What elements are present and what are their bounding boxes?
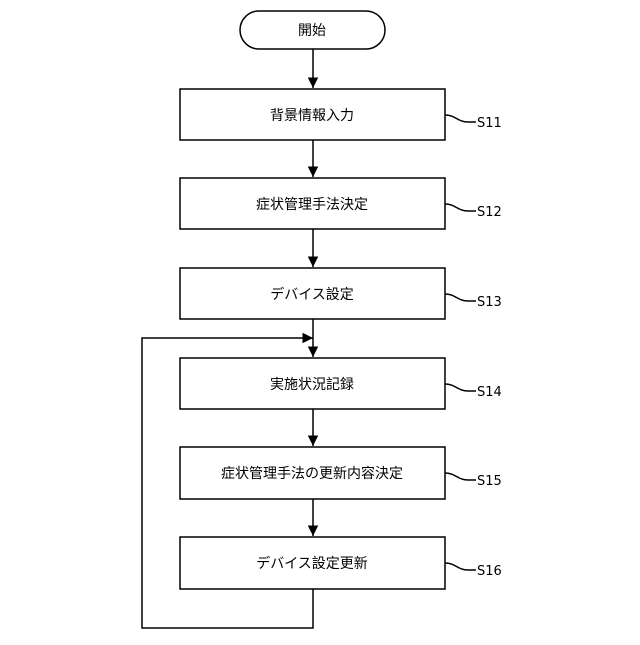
step-s16-id: S16 [477, 564, 502, 579]
leader-s14 [445, 384, 476, 391]
step-s16-label: デバイス設定更新 [256, 555, 368, 572]
step-s15: 症状管理手法の更新内容決定 [180, 447, 445, 499]
step-s12-id: S12 [477, 205, 502, 220]
start-terminal: 開始 [240, 11, 385, 49]
step-s15-label: 症状管理手法の更新内容決定 [221, 465, 403, 482]
step-s11-id: S11 [477, 116, 502, 131]
step-s13-label: デバイス設定 [270, 286, 354, 303]
step-s14-id: S14 [477, 385, 502, 400]
leader-s13 [445, 294, 476, 301]
leader-s11 [445, 115, 476, 122]
step-s15-id: S15 [477, 474, 502, 489]
step-s16: デバイス設定更新 [180, 537, 445, 589]
step-s13-id: S13 [477, 295, 502, 310]
leader-s12 [445, 204, 476, 211]
step-s11: 背景情報入力 [180, 89, 445, 140]
step-s13: デバイス設定 [180, 268, 445, 319]
leader-s15 [445, 473, 476, 480]
step-s14-label: 実施状況記録 [270, 376, 354, 393]
leader-s16 [445, 563, 476, 570]
step-s11-label: 背景情報入力 [270, 108, 354, 124]
step-s12-label: 症状管理手法決定 [256, 197, 368, 213]
step-s14: 実施状況記録 [180, 358, 445, 409]
step-s12: 症状管理手法決定 [180, 178, 445, 229]
start-label: 開始 [298, 23, 326, 39]
